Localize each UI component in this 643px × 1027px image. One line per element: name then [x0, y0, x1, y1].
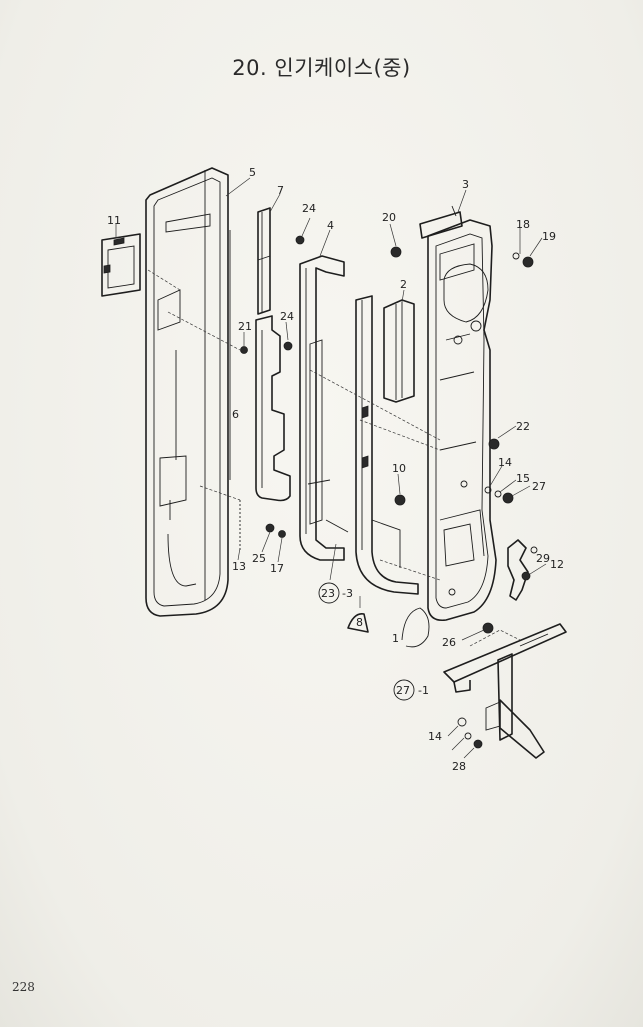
callout-5: 5 — [249, 166, 256, 179]
callout-16: 15 — [516, 472, 530, 485]
callout-20: 19 — [542, 230, 556, 243]
callout-1: 1 — [392, 632, 399, 645]
circled-callout-23-number: 23 — [321, 587, 335, 600]
part-27-1-rail — [443, 623, 567, 759]
part-5-outer-panel — [145, 167, 231, 617]
part-11-frame — [101, 233, 141, 297]
callout-28: 28 — [452, 760, 466, 773]
callout-10: 10 — [392, 462, 406, 475]
callout-27: 26 — [442, 636, 456, 649]
callout-25: 27 — [532, 480, 546, 493]
circled-callout-23-3: 23 -3 — [318, 582, 353, 604]
part-12-lever — [507, 539, 538, 601]
circled-callout-23-suffix: -3 — [342, 587, 353, 600]
part-3-main-frame — [419, 205, 497, 622]
circled-callout-27-number: 27 — [396, 684, 410, 697]
callout-29: 29 — [536, 552, 550, 565]
callout-13: 13 — [232, 560, 246, 573]
callout-8: 8 — [356, 616, 363, 629]
hardware-fasteners — [239, 235, 534, 749]
callout-26: 25 — [252, 552, 266, 565]
callout-11: 11 — [107, 214, 121, 227]
callout-6: 6 — [232, 408, 239, 421]
callout-21: 20 — [382, 211, 396, 224]
part-8-curved-channel — [347, 295, 419, 633]
leader-lines — [115, 177, 547, 759]
page-number: 228 — [12, 980, 35, 994]
callout-labels: 5 7 11 24 4 20 3 18 19 2 21 24 22 14 15 … — [107, 166, 564, 773]
circled-callout-27-suffix: -1 — [418, 684, 429, 697]
circled-callout-27-1: 27 -1 — [393, 679, 429, 701]
callout-3: 3 — [462, 178, 469, 191]
callout-18: 17 — [270, 562, 284, 575]
callout-23: 22 — [516, 420, 530, 433]
callout-19: 18 — [516, 218, 530, 231]
callout-15: 14 — [498, 456, 512, 469]
callout-22: 21 — [238, 320, 252, 333]
callout-12: 12 — [550, 558, 564, 571]
callout-24-top: 24 — [302, 202, 316, 215]
part-7-strip — [257, 207, 271, 315]
callout-7: 7 — [277, 184, 284, 197]
callout-2: 2 — [400, 278, 407, 291]
part-4-channel — [299, 255, 345, 561]
callout-14: 14 — [428, 730, 442, 743]
part-2-bracket — [383, 299, 415, 403]
callout-24-mid: 24 — [280, 310, 294, 323]
part-1-wire — [401, 607, 430, 648]
callout-4: 4 — [327, 219, 334, 232]
page-title: 20. 인기케이스(중) — [232, 56, 411, 80]
part-6-bracket-plate — [255, 315, 291, 502]
